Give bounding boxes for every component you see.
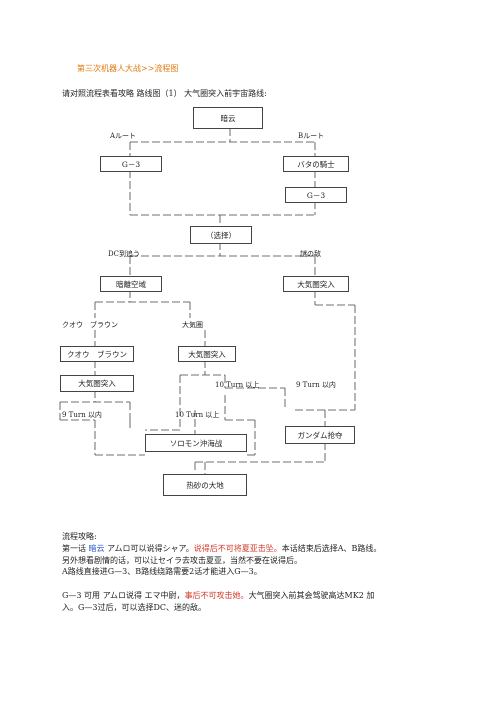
route-intro: 请对照流程表看攻略 路线图（1） 大气圈突入前宇宙路线: <box>62 89 267 98</box>
p2-note: 事后不可攻击她。 <box>184 591 249 600</box>
box-bata: バタの騎士 <box>283 156 349 172</box>
p2-rest: 大气圈突入前其会驾驶高达MK2 加 <box>248 591 375 600</box>
box-daichi: 热砂の大地 <box>163 474 247 496</box>
p2-prefix: G—3 可用 アムロ说得 エマ中尉， <box>62 591 185 600</box>
p1-note: 说得后不可将夏亚击坠。 <box>193 544 282 553</box>
box-gundam: ガンダム抢夺 <box>285 426 355 444</box>
strategy-p1: 第一话 暗云 アムロ可以说得シャア。说得后不可将夏亚击坠。本话结束后选择A、B路… <box>62 543 442 578</box>
strategy-p2: G—3 可用 アムロ说得 エマ中尉，事后不可攻击她。大气圈突入前其会驾驶高达MK… <box>62 590 442 613</box>
box-kurou: クオウ ブラウン <box>60 346 134 362</box>
p1-line2: 另外想看剧情的话，可以让セイラ去攻击夏亚，当然不要在说得后。 <box>62 555 302 565</box>
p2-line2: 入。G—3过后，可以选择DC、迷的敌。 <box>62 602 207 612</box>
p1-mid: アムロ可以说得シャア。 <box>104 544 194 553</box>
label-taikiken: 大気圏 <box>182 321 203 329</box>
label-9turn-down-b: 9 Turn 以内 <box>62 411 102 419</box>
label-b-route: Bルート <box>298 132 325 140</box>
box-taiki-mid: 大気圏突入 <box>178 346 236 362</box>
box-taiki-left: 大気圏突入 <box>60 375 134 392</box>
label-10turn-up-b: 10 Turn 以上 <box>175 411 220 419</box>
label-dc: DC到追う <box>108 250 140 258</box>
p1-rest: 本话结束后选择A、B路线。 <box>281 544 382 553</box>
box-ankai: 暗云 <box>193 107 263 129</box>
box-solomon: ソロモン沖海战 <box>145 434 247 452</box>
box-sentaku: （选择） <box>190 226 252 244</box>
box-g3-right: G－3 <box>285 187 347 203</box>
label-kurou: クオウ ブラウン <box>62 321 118 329</box>
label-nazo: 謎の敌 <box>300 250 321 258</box>
doc-title: 第三次机器人大战>>流程图 <box>77 64 179 73</box>
label-10turn-up-a: 10 Turn 以上 <box>215 381 260 389</box>
p1-line3: A路线直接进G—3、B路线绕路需要2话才能进入G—3。 <box>62 567 262 576</box>
label-9turn-down-a: 9 Turn 以内 <box>296 381 336 389</box>
box-g3-left: G－3 <box>100 156 162 172</box>
p1-prefix: 第一话 <box>62 544 89 553</box>
strategy-heading: 流程攻略: <box>62 532 97 541</box>
box-taiki-right: 大気圏突入 <box>283 276 349 292</box>
p1-stage: 暗云 <box>88 544 105 553</box>
box-yami: 暗離空域 <box>100 276 162 292</box>
label-a-route: Aルート <box>110 132 137 140</box>
